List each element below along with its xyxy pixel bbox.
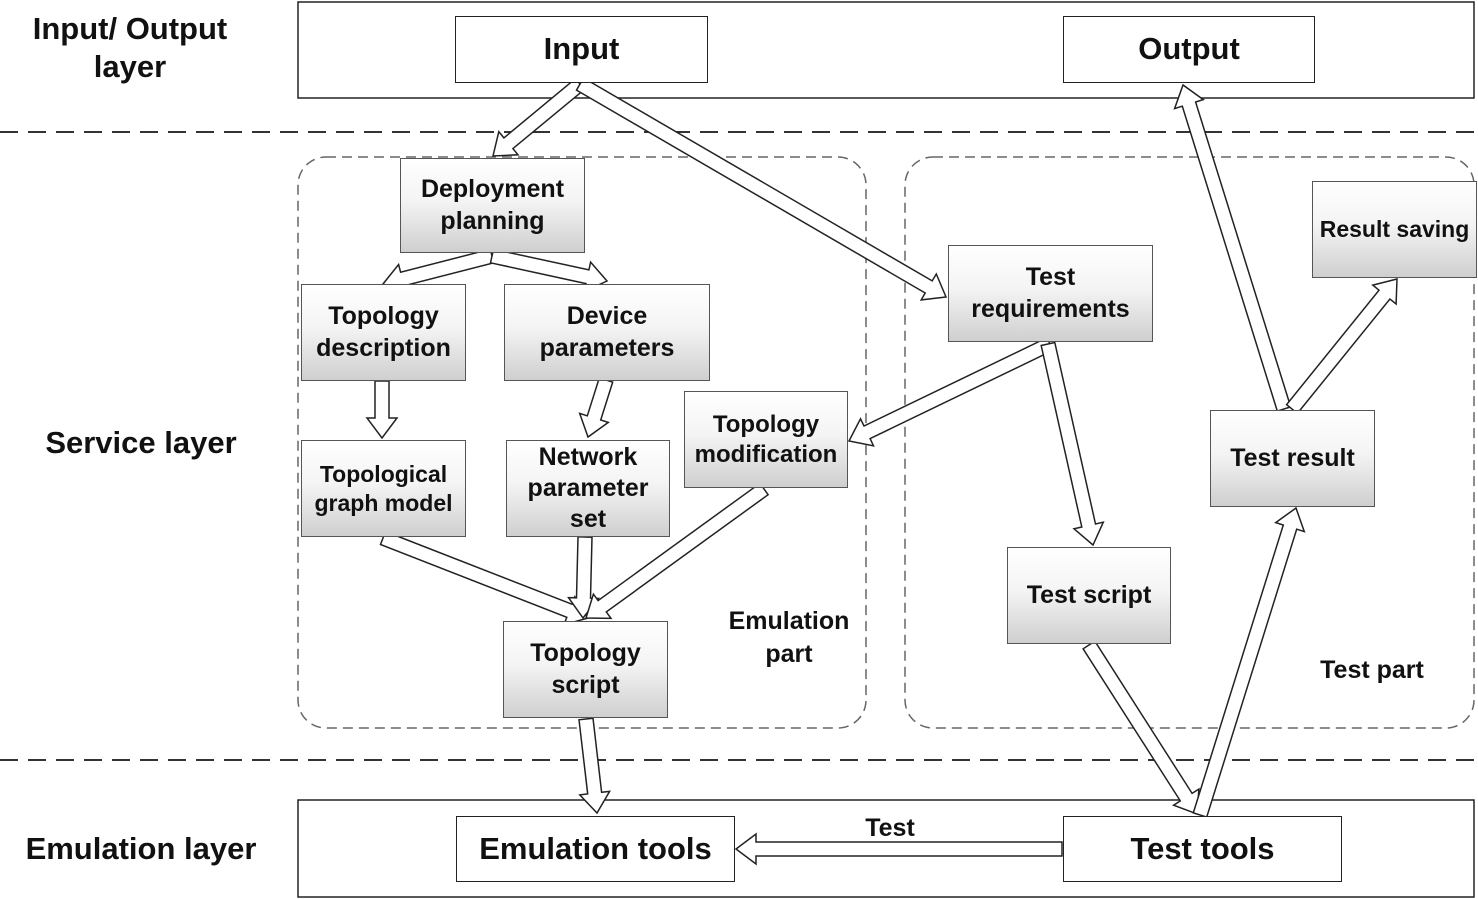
arrow-topology-description-to-graph-model: [365, 380, 399, 440]
arrow-topology-script-to-emulation-tools: [578, 717, 612, 815]
result-saving-box: Result saving: [1312, 181, 1477, 278]
topology-script-box: Topology script: [503, 621, 668, 718]
test-requirements-box: Test requirements: [948, 245, 1153, 342]
arrow-device-parameters-to-network-set: [578, 376, 614, 439]
arrow-test-tools-to-test-result: [1192, 506, 1306, 819]
emulation-layer-frame: [297, 799, 1475, 898]
io-layer-frame: [297, 1, 1475, 99]
input-box: Input: [455, 16, 708, 83]
emulation-part-label: Emulation part: [728, 607, 850, 668]
emulation-layer-label: Emulation layer: [25, 831, 257, 866]
arrow-group: [365, 76, 1398, 866]
arrow-modification-to-topology-script: [584, 482, 770, 620]
arrow-test-tools-to-emulation-tools: [734, 832, 1063, 866]
test-result-box: Test result: [1210, 410, 1375, 507]
test-script-box: Test script: [1007, 547, 1171, 644]
arrow-input-to-deployment: [492, 77, 586, 157]
arrow-test-result-to-result-saving: [1285, 278, 1398, 415]
arrow-input-to-test-requirements: [575, 76, 948, 301]
deployment-planning-box: Deployment planning: [400, 158, 585, 253]
arrow-test-result-to-output: [1173, 83, 1292, 413]
arrow-graph-model-to-topology-script: [379, 530, 590, 626]
arrow-test-requirements-to-test-script: [1040, 341, 1105, 547]
topology-description-box: Topology description: [301, 284, 466, 381]
network-parameter-set-box: Network parameter set: [506, 440, 670, 537]
arrow-test-requirements-to-modification: [847, 336, 1054, 447]
test-part-region: [904, 156, 1475, 729]
emulation-tools-box: Emulation tools: [456, 816, 735, 882]
topology-modification-box: Topology modification: [684, 391, 848, 488]
test-part-label: Test part: [1320, 656, 1424, 684]
emulation-part-region: [297, 156, 867, 729]
test-edge-label: Test: [865, 814, 915, 842]
io-layer-label: Input/ Output layer: [32, 11, 228, 84]
device-parameters-box: Device parameters: [504, 284, 710, 381]
test-tools-box: Test tools: [1063, 816, 1342, 882]
topological-graph-model-box: Topological graph model: [301, 440, 466, 537]
service-layer-label: Service layer: [45, 425, 237, 460]
output-box: Output: [1063, 16, 1315, 83]
